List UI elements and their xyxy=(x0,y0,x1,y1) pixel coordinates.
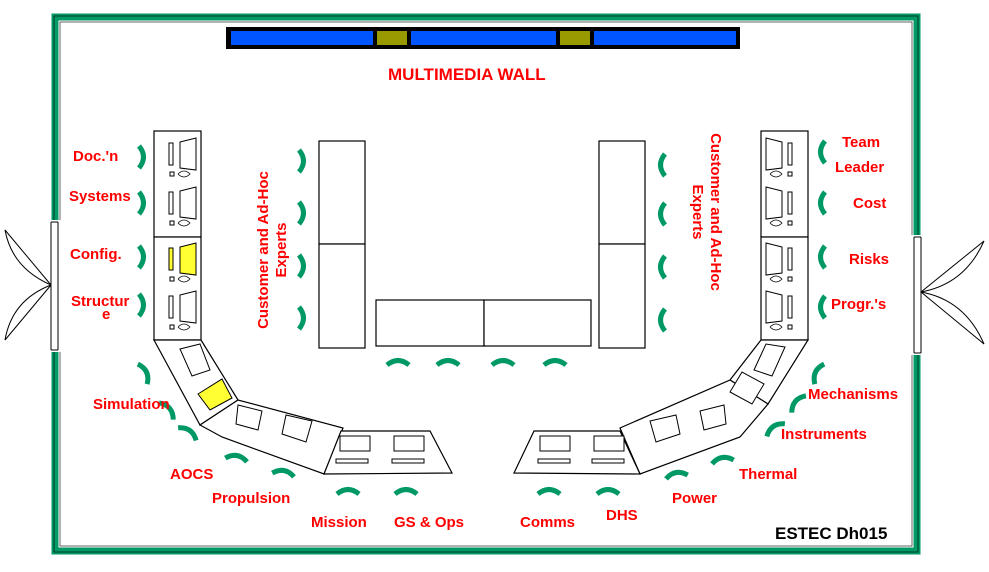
label-instruments: Instruments xyxy=(781,426,867,443)
label-configuration: Config. xyxy=(70,246,122,263)
label-structure-line2: e xyxy=(102,306,111,323)
label-dhs: DHS xyxy=(606,507,638,524)
label-aocs: AOCS xyxy=(170,466,214,483)
left-desk-column xyxy=(153,130,202,341)
label-simulation: Simulation xyxy=(93,396,170,413)
label-cost: Cost xyxy=(853,195,887,212)
label-comms: Comms xyxy=(520,514,576,531)
label-propulsion: Propulsion xyxy=(212,490,291,507)
right-experts-label: Customer and Ad-Hoc Experts xyxy=(684,112,724,312)
label-thermal: Thermal xyxy=(739,466,798,483)
left-experts-label: Customer and Ad-Hoc Experts xyxy=(255,150,295,350)
label-team-leader-line2: Leader xyxy=(835,159,885,176)
right-experts-line1: Customer and Ad-Hoc xyxy=(707,133,724,291)
room-code: ESTEC Dh015 xyxy=(775,524,888,543)
multimedia-wall-screens xyxy=(226,27,740,49)
label-systems: Systems xyxy=(69,188,131,205)
label-gs-ops: GS & Ops xyxy=(394,514,465,531)
label-mission: Mission xyxy=(311,514,367,531)
left-experts-line2: Experts xyxy=(273,222,290,278)
wall-title: MULTIMEDIA WALL xyxy=(388,65,546,84)
label-structure-line1: Structur xyxy=(71,293,130,310)
left-door[interactable] xyxy=(0,220,62,352)
label-risks: Risks xyxy=(849,251,890,268)
label-team-leader-line1: Team xyxy=(842,134,881,151)
right-door[interactable] xyxy=(910,235,989,355)
left-experts-line1: Customer and Ad-Hoc xyxy=(255,171,272,329)
label-power: Power xyxy=(672,490,718,507)
label-mechanisms: Mechanisms xyxy=(808,386,899,403)
label-progress: Progr.'s xyxy=(831,296,887,313)
right-experts-line2: Experts xyxy=(689,184,706,240)
right-desk-column xyxy=(760,130,809,341)
expert-tables xyxy=(318,140,646,349)
label-documentation: Doc.'n xyxy=(73,148,119,165)
